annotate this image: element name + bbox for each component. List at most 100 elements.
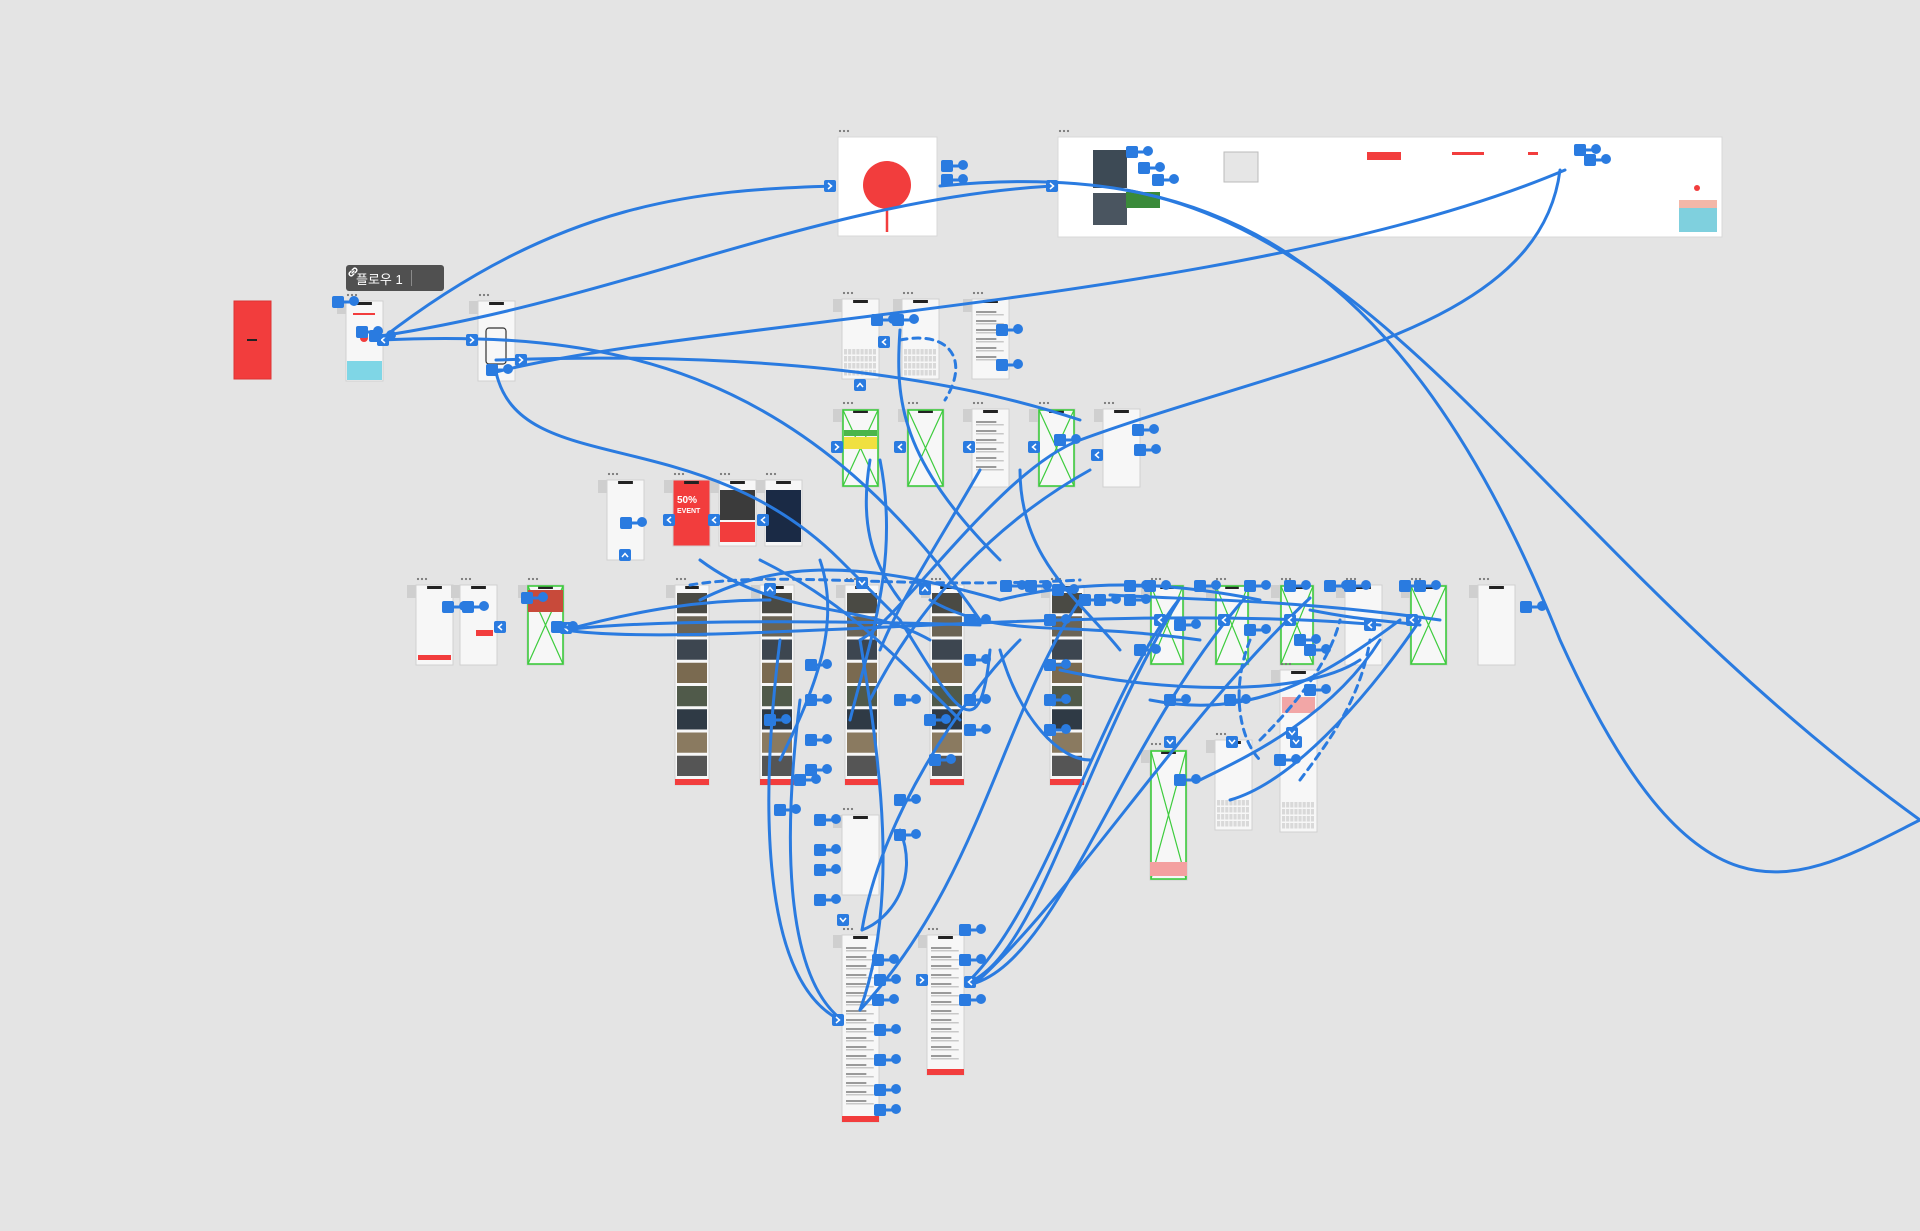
handle-box[interactable] (619, 549, 631, 561)
connector-endpoint[interactable] (892, 314, 919, 326)
endpoint-box[interactable] (1044, 724, 1056, 736)
endpoint-box[interactable] (814, 894, 826, 906)
endpoint-box[interactable] (1144, 580, 1156, 592)
endpoint-box[interactable] (1134, 444, 1146, 456)
connector-endpoint[interactable] (872, 954, 899, 966)
chevron-left-icon[interactable] (1091, 449, 1103, 461)
handle-box[interactable] (663, 514, 675, 526)
connector-endpoint[interactable] (964, 694, 991, 706)
handle-box[interactable] (1091, 449, 1103, 461)
handle-box[interactable] (1286, 727, 1298, 739)
connector-endpoint[interactable] (872, 994, 899, 1006)
endpoint-box[interactable] (1344, 580, 1356, 592)
endpoint-box[interactable] (1324, 580, 1336, 592)
endpoint-box[interactable] (1044, 659, 1056, 671)
endpoint-box[interactable] (1126, 146, 1138, 158)
connector-endpoint[interactable] (805, 659, 832, 671)
connector-endpoint[interactable] (1000, 580, 1027, 592)
connector-endpoint[interactable] (1414, 580, 1441, 592)
endpoint-box[interactable] (1414, 580, 1426, 592)
connector-endpoint[interactable] (959, 994, 986, 1006)
endpoint-box[interactable] (874, 974, 886, 986)
endpoint-box[interactable] (1134, 644, 1146, 656)
endpoint-box[interactable] (964, 724, 976, 736)
connector-endpoint[interactable] (332, 296, 359, 308)
connector-endpoint[interactable] (1132, 424, 1159, 436)
handle-box[interactable] (1364, 619, 1376, 631)
connector-endpoint[interactable] (964, 654, 991, 666)
handle-box[interactable] (1218, 614, 1230, 626)
endpoint-box[interactable] (1079, 594, 1091, 606)
connector-endpoint[interactable] (894, 794, 921, 806)
chevron-down-icon[interactable] (837, 914, 849, 926)
endpoint-box[interactable] (1224, 694, 1236, 706)
endpoint-box[interactable] (620, 517, 632, 529)
connector-endpoint[interactable] (805, 764, 832, 776)
chevron-down-icon[interactable] (1286, 727, 1298, 739)
connector-endpoint[interactable] (1304, 644, 1331, 656)
handle-box[interactable] (856, 577, 868, 589)
endpoint-box[interactable] (894, 829, 906, 841)
connector-endpoint[interactable] (1134, 644, 1161, 656)
connector-endpoint[interactable] (814, 894, 841, 906)
connector-endpoint[interactable] (1344, 580, 1371, 592)
endpoint-box[interactable] (1194, 580, 1206, 592)
connector-endpoint[interactable] (1054, 434, 1081, 446)
connector-endpoint[interactable] (874, 1104, 901, 1116)
connector-endpoint[interactable] (1244, 624, 1271, 636)
connector-endpoint[interactable] (1144, 580, 1171, 592)
endpoint-box[interactable] (1124, 594, 1136, 606)
chevron-left-icon[interactable] (1218, 614, 1230, 626)
handle-box[interactable] (964, 976, 976, 988)
handle-box[interactable] (919, 583, 931, 595)
chevron-up-icon[interactable] (919, 583, 931, 595)
handle-box[interactable] (837, 914, 849, 926)
connector-endpoint[interactable] (794, 774, 821, 786)
handle-box[interactable] (894, 441, 906, 453)
connector-endpoint[interactable] (805, 734, 832, 746)
connector-endpoint[interactable] (521, 592, 548, 604)
chevron-down-icon[interactable] (856, 577, 868, 589)
handle-box[interactable] (466, 334, 478, 346)
endpoint-box[interactable] (929, 754, 941, 766)
chevron-left-icon[interactable] (663, 514, 675, 526)
chevron-right-icon[interactable] (831, 441, 843, 453)
chevron-right-icon[interactable] (466, 334, 478, 346)
endpoint-box[interactable] (521, 592, 533, 604)
connector-endpoint[interactable] (959, 954, 986, 966)
chevron-up-icon[interactable] (619, 549, 631, 561)
endpoint-box[interactable] (964, 694, 976, 706)
connector-endpoint[interactable] (941, 174, 968, 186)
chevron-down-icon[interactable] (1226, 736, 1238, 748)
chevron-right-icon[interactable] (916, 974, 928, 986)
endpoint-box[interactable] (941, 160, 953, 172)
endpoint-box[interactable] (1044, 694, 1056, 706)
endpoint-box[interactable] (941, 174, 953, 186)
endpoint-box[interactable] (1174, 619, 1186, 631)
endpoint-box[interactable] (874, 1104, 886, 1116)
handle-box[interactable] (1046, 180, 1058, 192)
handle-box[interactable] (832, 1014, 844, 1026)
connector-endpoint[interactable] (894, 694, 921, 706)
connector-endpoint[interactable] (764, 714, 791, 726)
chevron-down-icon[interactable] (1164, 736, 1176, 748)
chevron-right-icon[interactable] (832, 1014, 844, 1026)
endpoint-box[interactable] (1520, 601, 1532, 613)
chevron-left-icon[interactable] (1154, 614, 1166, 626)
connector-endpoint[interactable] (462, 601, 489, 613)
handle-box[interactable] (708, 514, 720, 526)
chevron-right-icon[interactable] (515, 354, 527, 366)
endpoint-box[interactable] (1284, 580, 1296, 592)
endpoint-box[interactable] (894, 794, 906, 806)
endpoint-box[interactable] (874, 1054, 886, 1066)
handle-box[interactable] (916, 974, 928, 986)
chevron-right-icon[interactable] (1046, 180, 1058, 192)
connector-endpoint[interactable] (1274, 754, 1301, 766)
endpoint-box[interactable] (1152, 174, 1164, 186)
connector-endpoint[interactable] (996, 324, 1023, 336)
connector-endpoint[interactable] (1164, 694, 1191, 706)
endpoint-box[interactable] (814, 814, 826, 826)
handle-box[interactable] (1154, 614, 1166, 626)
endpoint-box[interactable] (814, 864, 826, 876)
